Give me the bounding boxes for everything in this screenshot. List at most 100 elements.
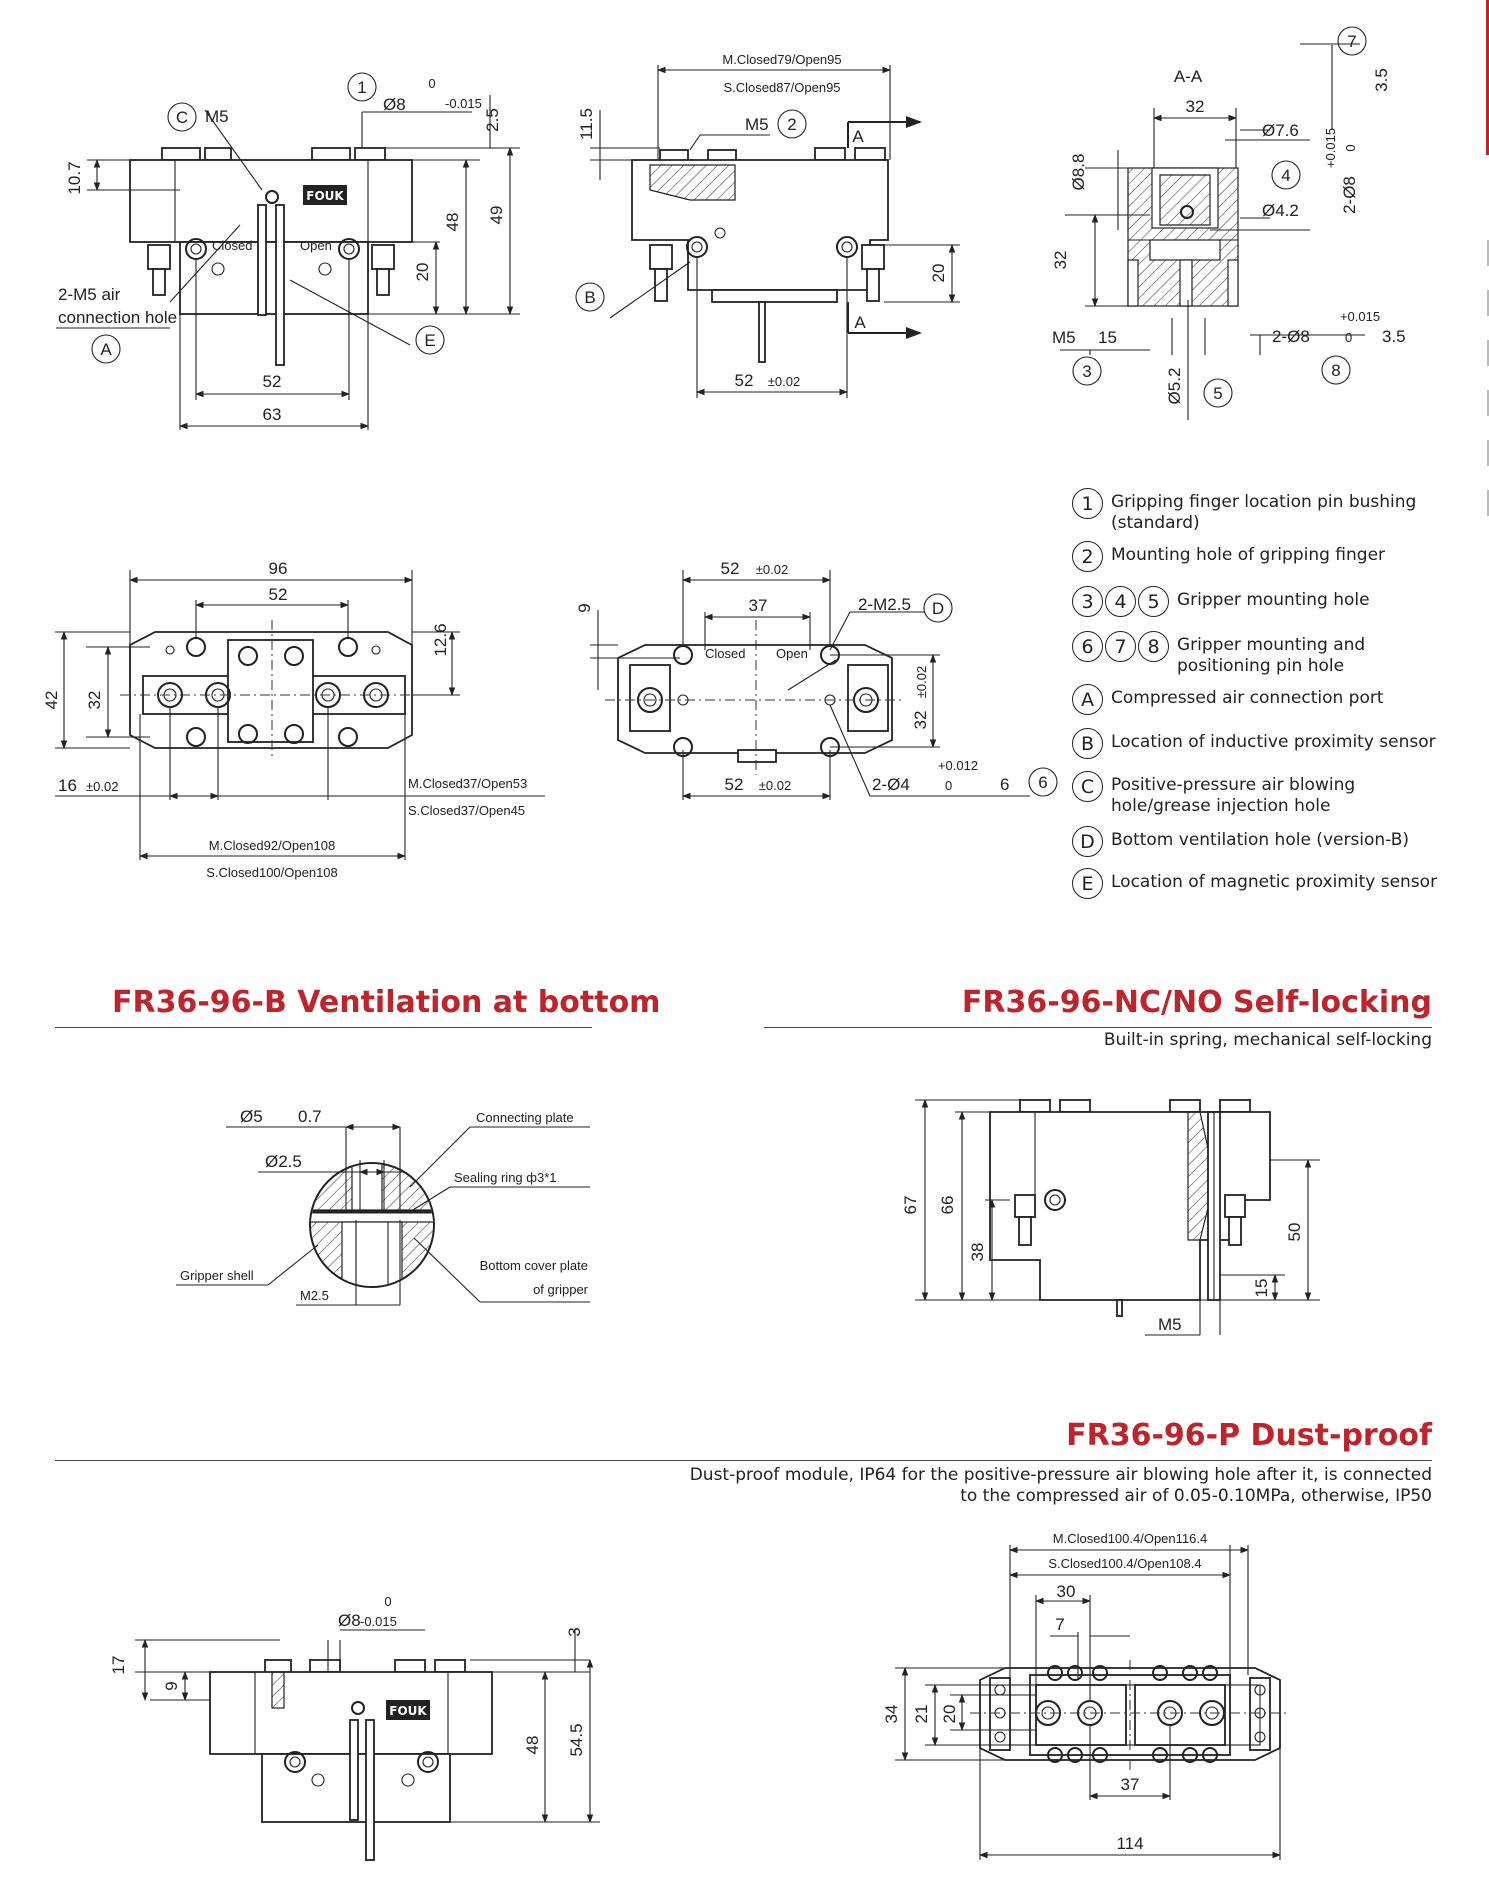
top-dim-32: 32 (85, 691, 104, 710)
legend-text: Bottom ventilation hole (version-B) (1111, 830, 1410, 850)
dust-dim-20: 20 (940, 1705, 959, 1724)
page-edge-tick (1487, 290, 1489, 316)
vent-m2-5: M2.5 (300, 1288, 329, 1303)
dim-52: 52 (263, 372, 282, 391)
legend-item: D Bottom ventilation hole (version-B) (1072, 826, 1409, 857)
callout-E: E (415, 325, 445, 355)
svg-text:4: 4 (1281, 166, 1290, 185)
legend-num: 3 (1072, 586, 1103, 617)
side-m5: M5 (745, 115, 769, 134)
dust-s-closed-open: S.Closed100.4/Open108.4 (1048, 1556, 1201, 1571)
front-view: FOUK 1 Ø8 0 -0.015 2.5 C M5 10.7 C (56, 72, 520, 430)
air-hole-label-2: connection hole (58, 308, 177, 327)
lock-m5: M5 (1158, 1315, 1182, 1334)
legend-text: Location of magnetic proximity sensor (1111, 872, 1438, 892)
bottom-tol-012: +0.012 (938, 758, 978, 773)
pin-diameter: Ø8 (383, 95, 406, 114)
callout-A: A (91, 334, 121, 364)
dust-dim-3: 3 (565, 1627, 584, 1636)
dust-dim-21: 21 (912, 1705, 931, 1724)
top-s-closed-open-2: S.Closed100/Open108 (206, 865, 338, 880)
callout-1: 1 (347, 72, 377, 102)
legend-num: 1 (1072, 488, 1103, 519)
lock-dim-67: 67 (901, 1196, 920, 1215)
top-s-closed-open: S.Closed37/Open45 (408, 803, 525, 818)
side-dim-52: 52 (735, 371, 754, 390)
dust-proof-front-view: FOUK 17 9 Ø8 0 -0.015 3 48 54.5 (109, 1594, 600, 1861)
top-dim-12-6: 12.6 (431, 623, 450, 656)
bottom-tol-32: ±0.02 (914, 666, 929, 698)
side-tol-52: ±0.02 (768, 374, 800, 389)
depth-3-5-top: 3.5 (1372, 68, 1391, 92)
bottom-dim-32: 32 (911, 711, 930, 730)
vent-dia-5: Ø5 (240, 1107, 263, 1126)
pin-tol-upper: 0 (428, 76, 435, 91)
bottom-depth-6: 6 (1000, 775, 1009, 794)
section-m5: M5 (1052, 328, 1076, 347)
page-edge-tick (1487, 440, 1489, 466)
dia-2-8: 2-Ø8 (1340, 176, 1359, 214)
legend-item: 3 4 5 Gripper mounting hole (1072, 586, 1370, 617)
callout-C: C (167, 102, 197, 132)
pin-tol-lower: -0.015 (445, 96, 482, 111)
dust-dim-7: 7 (1055, 1615, 1064, 1634)
top-m-closed-open-2: M.Closed92/Open108 (209, 838, 335, 853)
legend-num: E (1072, 868, 1103, 899)
callout-4: 4 (1271, 160, 1301, 190)
section-tol-015-b: +0.015 (1340, 309, 1380, 324)
dust-dim-34: 34 (882, 1705, 901, 1724)
vent-depth-0-7: 0.7 (298, 1107, 322, 1126)
legend-num: 4 (1105, 586, 1136, 617)
page-edge-tick (1487, 390, 1489, 416)
bottom-dia-2-4: 2-Ø4 (872, 775, 910, 794)
section-tol-0: 0 (1343, 144, 1358, 151)
dust-fouk-logo: FOUK (389, 1704, 427, 1718)
section-dim-32-v: 32 (1051, 251, 1070, 270)
bottom-open: Open (776, 646, 808, 661)
connecting-plate-label: Connecting plate (476, 1110, 574, 1125)
page-edge-tick (1487, 240, 1489, 266)
page-edge-accent (1486, 0, 1489, 155)
dust-proof-title: FR36-96-P Dust-proof (1066, 1418, 1432, 1453)
page-edge-tick (1487, 490, 1489, 516)
dim-49: 49 (487, 206, 506, 225)
callout-6: 6 (1028, 767, 1058, 797)
top-m-closed-open: M.Closed37/Open53 (408, 776, 527, 791)
legend-num: C (1072, 771, 1103, 802)
legend-text: Gripping finger location pin bushing (st… (1111, 492, 1417, 533)
dust-pin-tol-upper: 0 (384, 1594, 391, 1609)
dust-dim-48: 48 (523, 1736, 542, 1755)
self-locking-detail: 67 66 38 50 15 M5 (901, 1098, 1320, 1336)
top-dim-16: 16 (58, 776, 77, 795)
dia-4-2: Ø4.2 (1262, 201, 1299, 220)
section-aa-title: A-A (1174, 67, 1203, 86)
dust-dim-54-5: 54.5 (567, 1723, 586, 1756)
dust-dim-114: 114 (1116, 1834, 1143, 1853)
legend-num: 8 (1138, 631, 1169, 662)
callout-8: 8 (1321, 355, 1351, 385)
dust-pin-tol-lower: -0.015 (360, 1614, 397, 1629)
dim-11-5: 11.5 (577, 108, 596, 140)
bottom-m2-5: 2-M2.5 (858, 595, 911, 614)
bottom-tol-0: 0 (945, 778, 952, 793)
legend-text: Compressed air connection port (1111, 688, 1384, 708)
legend-item: 1 Gripping finger location pin bushing (… (1072, 488, 1431, 534)
callout-3: 3 (1072, 356, 1102, 386)
self-locking-title: FR36-96-NC/NO Self-locking (961, 985, 1432, 1020)
dust-dim-9: 9 (162, 1681, 181, 1690)
dim-2-5: 2.5 (483, 108, 502, 132)
dust-proof-rule (55, 1460, 1432, 1461)
legend-item: 2 Mounting hole of gripping finger (1072, 541, 1385, 572)
dia-7-6: Ø7.6 (1262, 121, 1299, 140)
svg-text:7: 7 (1347, 32, 1356, 51)
legend-num: 7 (1105, 631, 1136, 662)
dust-dim-17: 17 (109, 1656, 128, 1675)
legend-num: B (1072, 728, 1103, 759)
svg-text:5: 5 (1213, 384, 1222, 403)
fouk-logo: FOUK (306, 189, 344, 203)
svg-text:D: D (932, 599, 944, 618)
page-edge-tick (1487, 340, 1489, 366)
svg-text:8: 8 (1331, 361, 1340, 380)
callout-5: 5 (1203, 378, 1233, 408)
svg-text:3: 3 (1082, 362, 1091, 381)
